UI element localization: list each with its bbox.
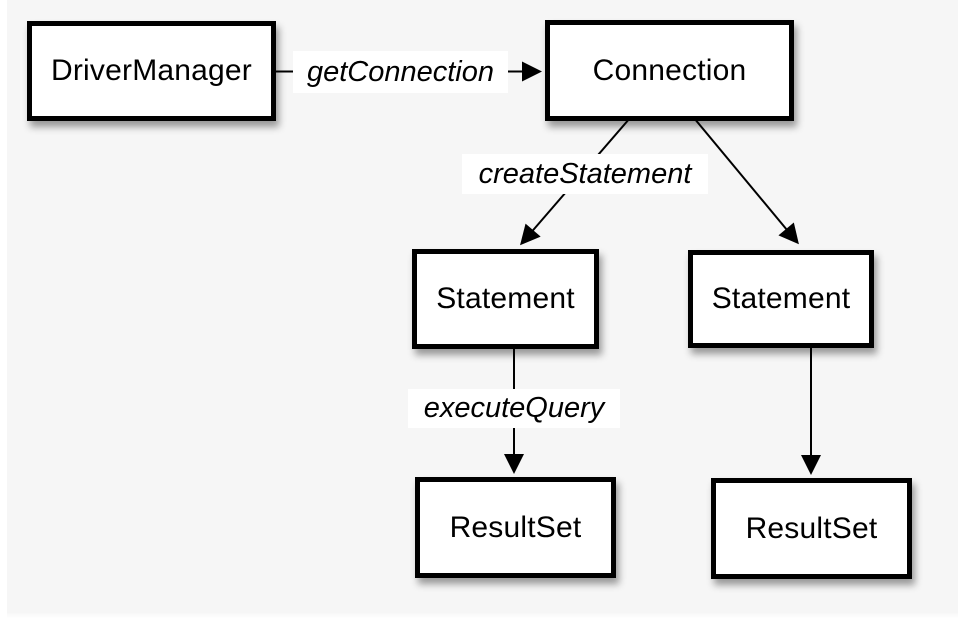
node-statement-right-label: Statement — [711, 282, 851, 315]
edge-label-createstatement: createStatement — [462, 154, 708, 194]
left-edge-strip — [0, 0, 7, 621]
edge-label-executequery: executeQuery — [408, 389, 620, 428]
node-resultset-left-label: ResultSet — [449, 510, 582, 544]
bottom-edge-strip — [0, 612, 958, 621]
node-statement-right: Statement — [688, 250, 874, 348]
edge-label-getconnection: getConnection — [293, 51, 508, 93]
node-driver-manager-label: DriverManager — [51, 54, 252, 87]
node-statement-left: Statement — [412, 249, 599, 349]
node-connection-label: Connection — [592, 53, 747, 87]
edge-connection-statement-right-arrow — [693, 117, 799, 245]
node-driver-manager: DriverManager — [27, 21, 276, 121]
node-connection: Connection — [545, 20, 794, 121]
node-statement-left-label: Statement — [436, 282, 575, 315]
node-resultset-right-label: ResultSet — [745, 511, 878, 545]
node-resultset-left: ResultSet — [415, 477, 616, 578]
node-resultset-right: ResultSet — [711, 478, 912, 579]
